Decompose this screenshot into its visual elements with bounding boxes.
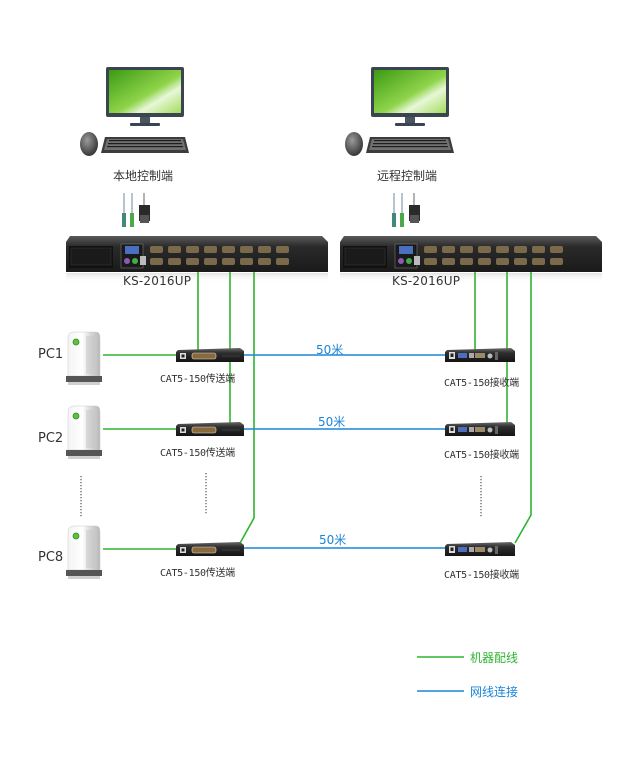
receiver-8-icon [445,542,515,556]
receiver-1-label: CAT5-150接收端 [444,378,519,389]
wire-kvm-remote-rx8 [514,272,532,544]
legend-network-cable-label: 网线连接 [470,685,519,699]
pc2-tower-icon [65,405,103,460]
network-cable-lines [244,354,445,549]
pc1-label: PC1 [38,347,64,362]
transmitter-1-label: CAT5-150传送端 [160,374,235,385]
pc8-label: PC8 [38,550,64,565]
transmitter-2-icon [175,421,245,437]
local-kvm-switch-icon [65,235,329,284]
remote-console-cables-icon [391,192,421,228]
receiver-8-label: CAT5-150接收端 [444,570,519,581]
distance-label-row2: 50米 [318,415,346,429]
local-kvm-model-label: KS-2016UP [123,274,192,288]
local-console-cables-icon [121,192,151,228]
remote-console-label: 远程控制端 [377,169,438,183]
remote-kvm-model-label: KS-2016UP [392,274,461,288]
legend-machine-wiring-label: 机器配线 [470,651,519,665]
transmitter-8-icon [175,541,245,557]
transmitter-2-label: CAT5-150传送端 [160,448,235,459]
transmitter-1-icon [175,347,245,363]
machine-wiring-lines [103,272,532,550]
distance-label-row8: 50米 [319,533,347,547]
pc2-label: PC2 [38,431,64,446]
pc1-tower-icon [65,331,103,386]
receiver-1-icon [445,348,515,362]
receiver-2-icon [445,422,515,436]
remote-console-icon [345,67,454,156]
wire-kvm-local-tx8 [238,272,255,546]
transmitter-8-label: CAT5-150传送端 [160,568,235,579]
local-console-icon [80,67,189,156]
ellipsis-dots [80,473,482,518]
distance-label-row1: 50米 [316,343,344,357]
local-console-label: 本地控制端 [113,169,174,183]
remote-kvm-switch-icon [339,235,603,284]
receiver-2-label: CAT5-150接收端 [444,450,519,461]
pc8-tower-icon [65,525,103,580]
